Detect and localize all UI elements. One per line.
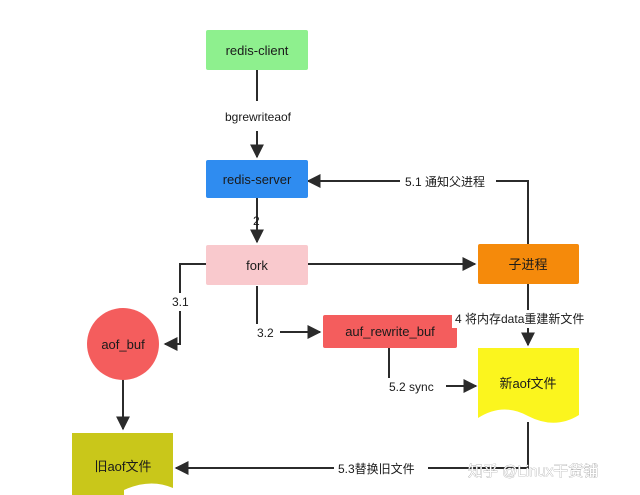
edge-newaof-to-oldaof bbox=[174, 422, 529, 475]
fork-label: fork bbox=[246, 258, 268, 273]
label-step-4: 4 将内存data重建新文件 bbox=[455, 311, 584, 326]
node-fork: fork bbox=[206, 245, 308, 285]
node-old-aof-file: 旧aof文件 bbox=[72, 433, 173, 495]
old-aof-file-label: 旧aof文件 bbox=[94, 459, 151, 474]
node-redis-server: redis-server bbox=[206, 160, 308, 198]
edge-child-to-server bbox=[306, 174, 529, 244]
label-step-5-1: 5.1 通知父进程 bbox=[405, 174, 485, 189]
label-step-3-2: 3.2 bbox=[257, 326, 274, 340]
label-step-5-2: 5.2 sync bbox=[389, 380, 434, 394]
redis-server-label: redis-server bbox=[223, 172, 292, 187]
node-child-process: 子进程 bbox=[478, 244, 579, 284]
label-step-2: 2 bbox=[253, 214, 260, 228]
edges bbox=[116, 70, 535, 475]
node-redis-client: redis-client bbox=[206, 30, 308, 70]
new-aof-file-label: 新aof文件 bbox=[499, 376, 556, 391]
edge-labels: bgrewriteaof 2 5.1 通知父进程 3.1 3.2 4 将内存da… bbox=[170, 106, 608, 478]
label-bgrewriteaof: bgrewriteaof bbox=[225, 110, 292, 124]
label-step-5-3: 5.3替换旧文件 bbox=[338, 461, 415, 476]
auf-rewrite-buf-label: auf_rewrite_buf bbox=[345, 324, 435, 339]
watermark: 知乎 @Linux干货铺 bbox=[468, 463, 598, 480]
node-auf-rewrite-buf: auf_rewrite_buf bbox=[323, 315, 457, 348]
label-step-3-1: 3.1 bbox=[172, 295, 189, 309]
node-aof-buf: aof_buf bbox=[87, 308, 159, 380]
child-process-label: 子进程 bbox=[508, 257, 547, 272]
node-new-aof-file: 新aof文件 bbox=[478, 348, 579, 423]
aof-buf-label: aof_buf bbox=[101, 337, 145, 352]
redis-client-label: redis-client bbox=[226, 43, 289, 58]
